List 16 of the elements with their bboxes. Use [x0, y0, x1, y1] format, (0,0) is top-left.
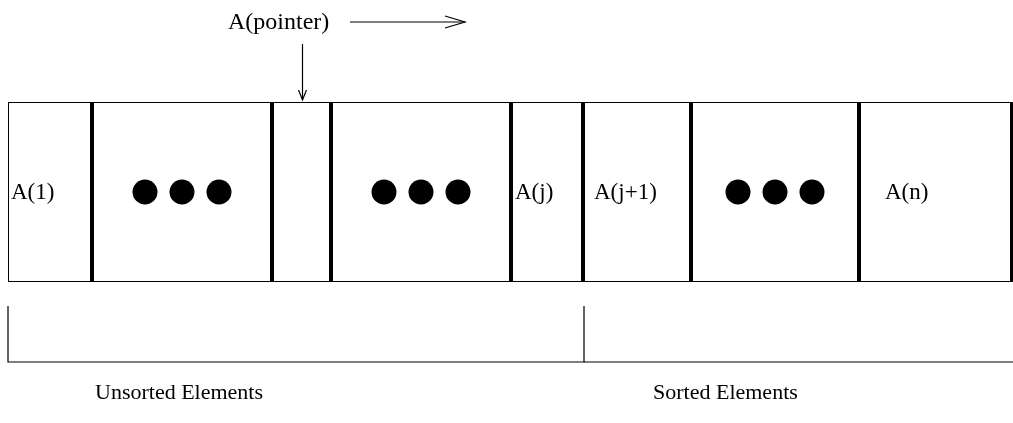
section-label: Sorted Elements [653, 381, 798, 403]
cell-label: A(j) [515, 179, 554, 205]
cell-label: A(1) [11, 179, 55, 205]
array-cell [8, 102, 93, 282]
array-cell [692, 102, 860, 282]
cell-label: A(n) [885, 179, 929, 205]
array-cell [332, 102, 512, 282]
array-cell [860, 102, 1013, 282]
array-cell [93, 102, 273, 282]
array-cell [512, 102, 584, 282]
cell-label: A(j+1) [594, 179, 657, 205]
pointer-label: A(pointer) [228, 9, 330, 33]
section-label: Unsorted Elements [95, 381, 264, 403]
array-cell [584, 102, 692, 282]
arrow [297, 43, 308, 101]
array-cell [273, 102, 332, 282]
